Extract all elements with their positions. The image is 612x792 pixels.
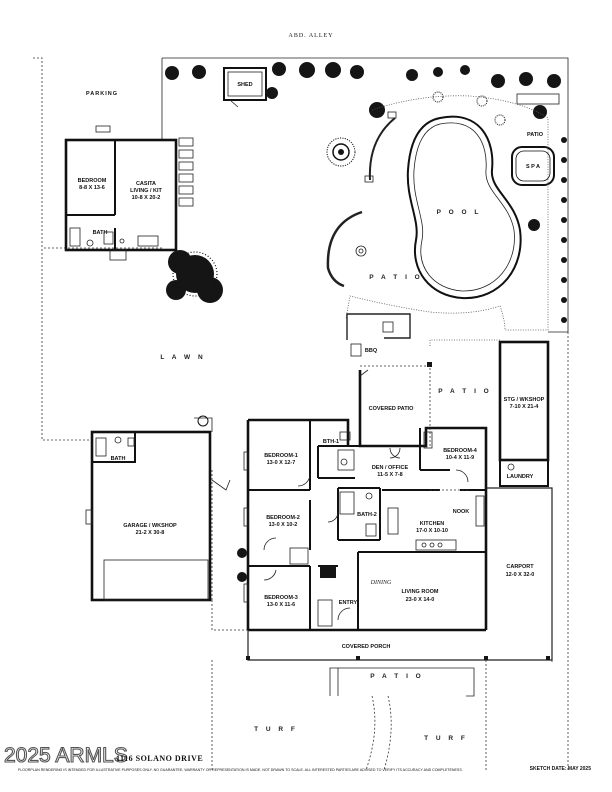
alley-label: ABD. ALLEY [289,33,334,39]
patio-top-label: PATIO [527,132,544,138]
bedroom4-dim: 10-4 X 11-9 [446,455,474,461]
parking-label: PARKING [86,91,118,97]
patio-front-label: P A T I O [370,673,424,680]
watermark: 2025 ARMLS [4,744,128,767]
shed-label: SHED [237,82,252,88]
garage-bath-label: BATH [111,456,126,462]
covered-patio-label: COVERED PATIO [369,406,414,412]
casita-bedroom-label: BEDROOM [78,178,107,184]
carport-label: CARPORT [506,564,534,570]
bath2-label: BATH-2 [357,512,377,518]
den-dim: 11-5 X 7-8 [377,472,402,478]
lot-line-left [33,57,92,441]
bedroom2-label: BEDROOM-2 [266,515,300,521]
entry-label: ENTRY [339,600,358,606]
bbq-area: BBQ [346,313,411,357]
living-room-dim: 23-0 X 14-0 [406,597,435,603]
carport-dim: 12-0 X 32-0 [506,572,535,578]
bedroom3-dim: 13-0 X 11-6 [267,602,295,608]
casita: BEDROOM 8-8 X 13-6 CASITA LIVING / KIT 1… [64,125,194,261]
covered-porch-label: COVERED PORCH [342,644,391,650]
turf-left-label: T U R F [254,726,298,733]
living-room-label: LIVING ROOM [402,589,439,595]
patio-right-label: P A T I O [438,388,492,395]
bedroom4-label: BEDROOM-4 [443,448,478,454]
garage-apron [211,600,248,631]
spa-label: S P A [526,164,540,170]
storage-wing: STG / WKSHOP 7-10 X 21-4 LAUNDRY [498,340,550,487]
casita-living-dim: 10-8 X 20-2 [132,195,161,201]
casita-living-label: CASITA [136,181,156,187]
storage-dim: 7-10 X 21-4 [510,404,540,410]
storage-label: STG / WKSHOP [504,397,545,403]
bbq-label: BBQ [365,348,378,354]
casita-living-label-2: LIVING / KIT [130,188,162,194]
kitchen-dim: 17-0 X 10-10 [416,528,448,534]
address-label: 1116 SOLANO DRIVE [116,754,203,763]
bedroom3-label: BEDROOM-3 [264,595,298,601]
turf-right-label: T U R F [424,735,468,742]
sketch-date: SKETCH DATE: MAY 2025 [530,766,592,772]
garage-dim: 21-2 X 30-8 [136,530,165,536]
pool-area: P O O L S P A PATIO P A T I O [345,93,560,331]
lawn-label: L A W N [160,354,205,361]
bedroom1-label: BEDROOM-1 [264,453,298,459]
front-yard: COVERED PORCH P A T I O T U R F T U R F [246,487,553,771]
bth1-label: BTH-1 [323,439,339,445]
den-label: DEN / OFFICE [372,465,409,471]
bedroom1-dim: 13-0 X 12-7 [267,460,296,466]
laundry-label: LAUNDRY [507,474,534,480]
main-house [243,362,488,632]
yard-fence [162,57,569,333]
fire-pit [326,111,397,288]
patio-right-edge [429,339,500,346]
garage: BATH GARAGE / WKSHOP 21-2 X 30-8 [85,417,231,602]
nook-label: NOOK [453,509,470,515]
pool-label: P O O L [437,209,482,216]
landscaping [165,62,567,582]
kitchen-label: KITCHEN [420,521,444,527]
bedroom2-dim: 13-0 X 10-2 [269,522,298,528]
casita-bedroom-dim: 8-8 X 13-6 [79,185,105,191]
disclaimer: FLOORPLAN RENDERING IS INTENDED FOR ILLU… [18,768,463,772]
patio-mid-label: P A T I O [369,274,423,281]
dining-label: DINING [370,580,392,586]
casita-bath-label: BATH [93,230,108,236]
shed: SHED [223,67,267,108]
garage-label: GARAGE / WKSHOP [123,523,177,529]
